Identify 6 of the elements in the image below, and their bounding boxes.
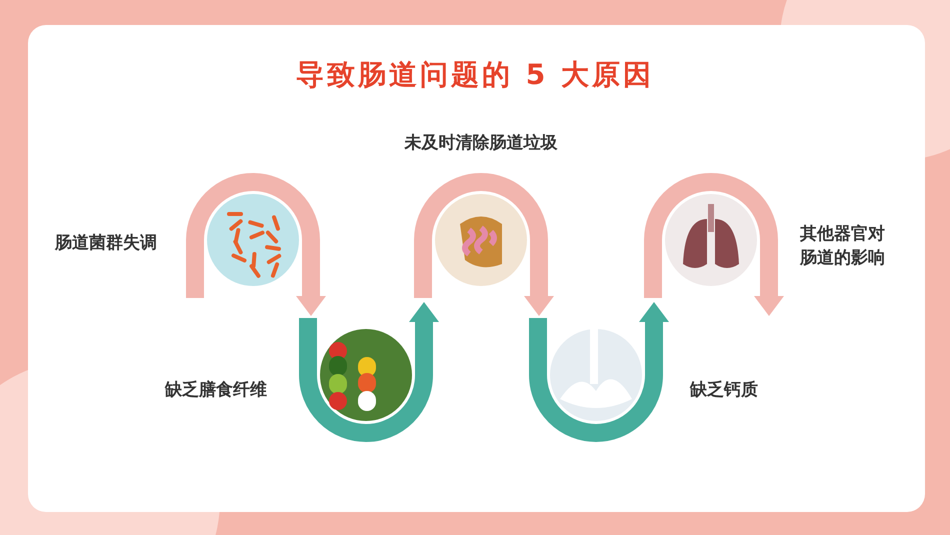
title: 导致肠道问题的 5 大原因 [295, 57, 655, 93]
node-label: 肠道菌群失调 [55, 232, 158, 255]
node-label: 缺乏膳食纤维 [165, 379, 268, 402]
node-label: 缺乏钙质 [690, 379, 759, 402]
node-label: 其他器官对肠道的影响 [800, 223, 886, 270]
node-label: 未及时清除肠道垃圾 [403, 132, 558, 155]
